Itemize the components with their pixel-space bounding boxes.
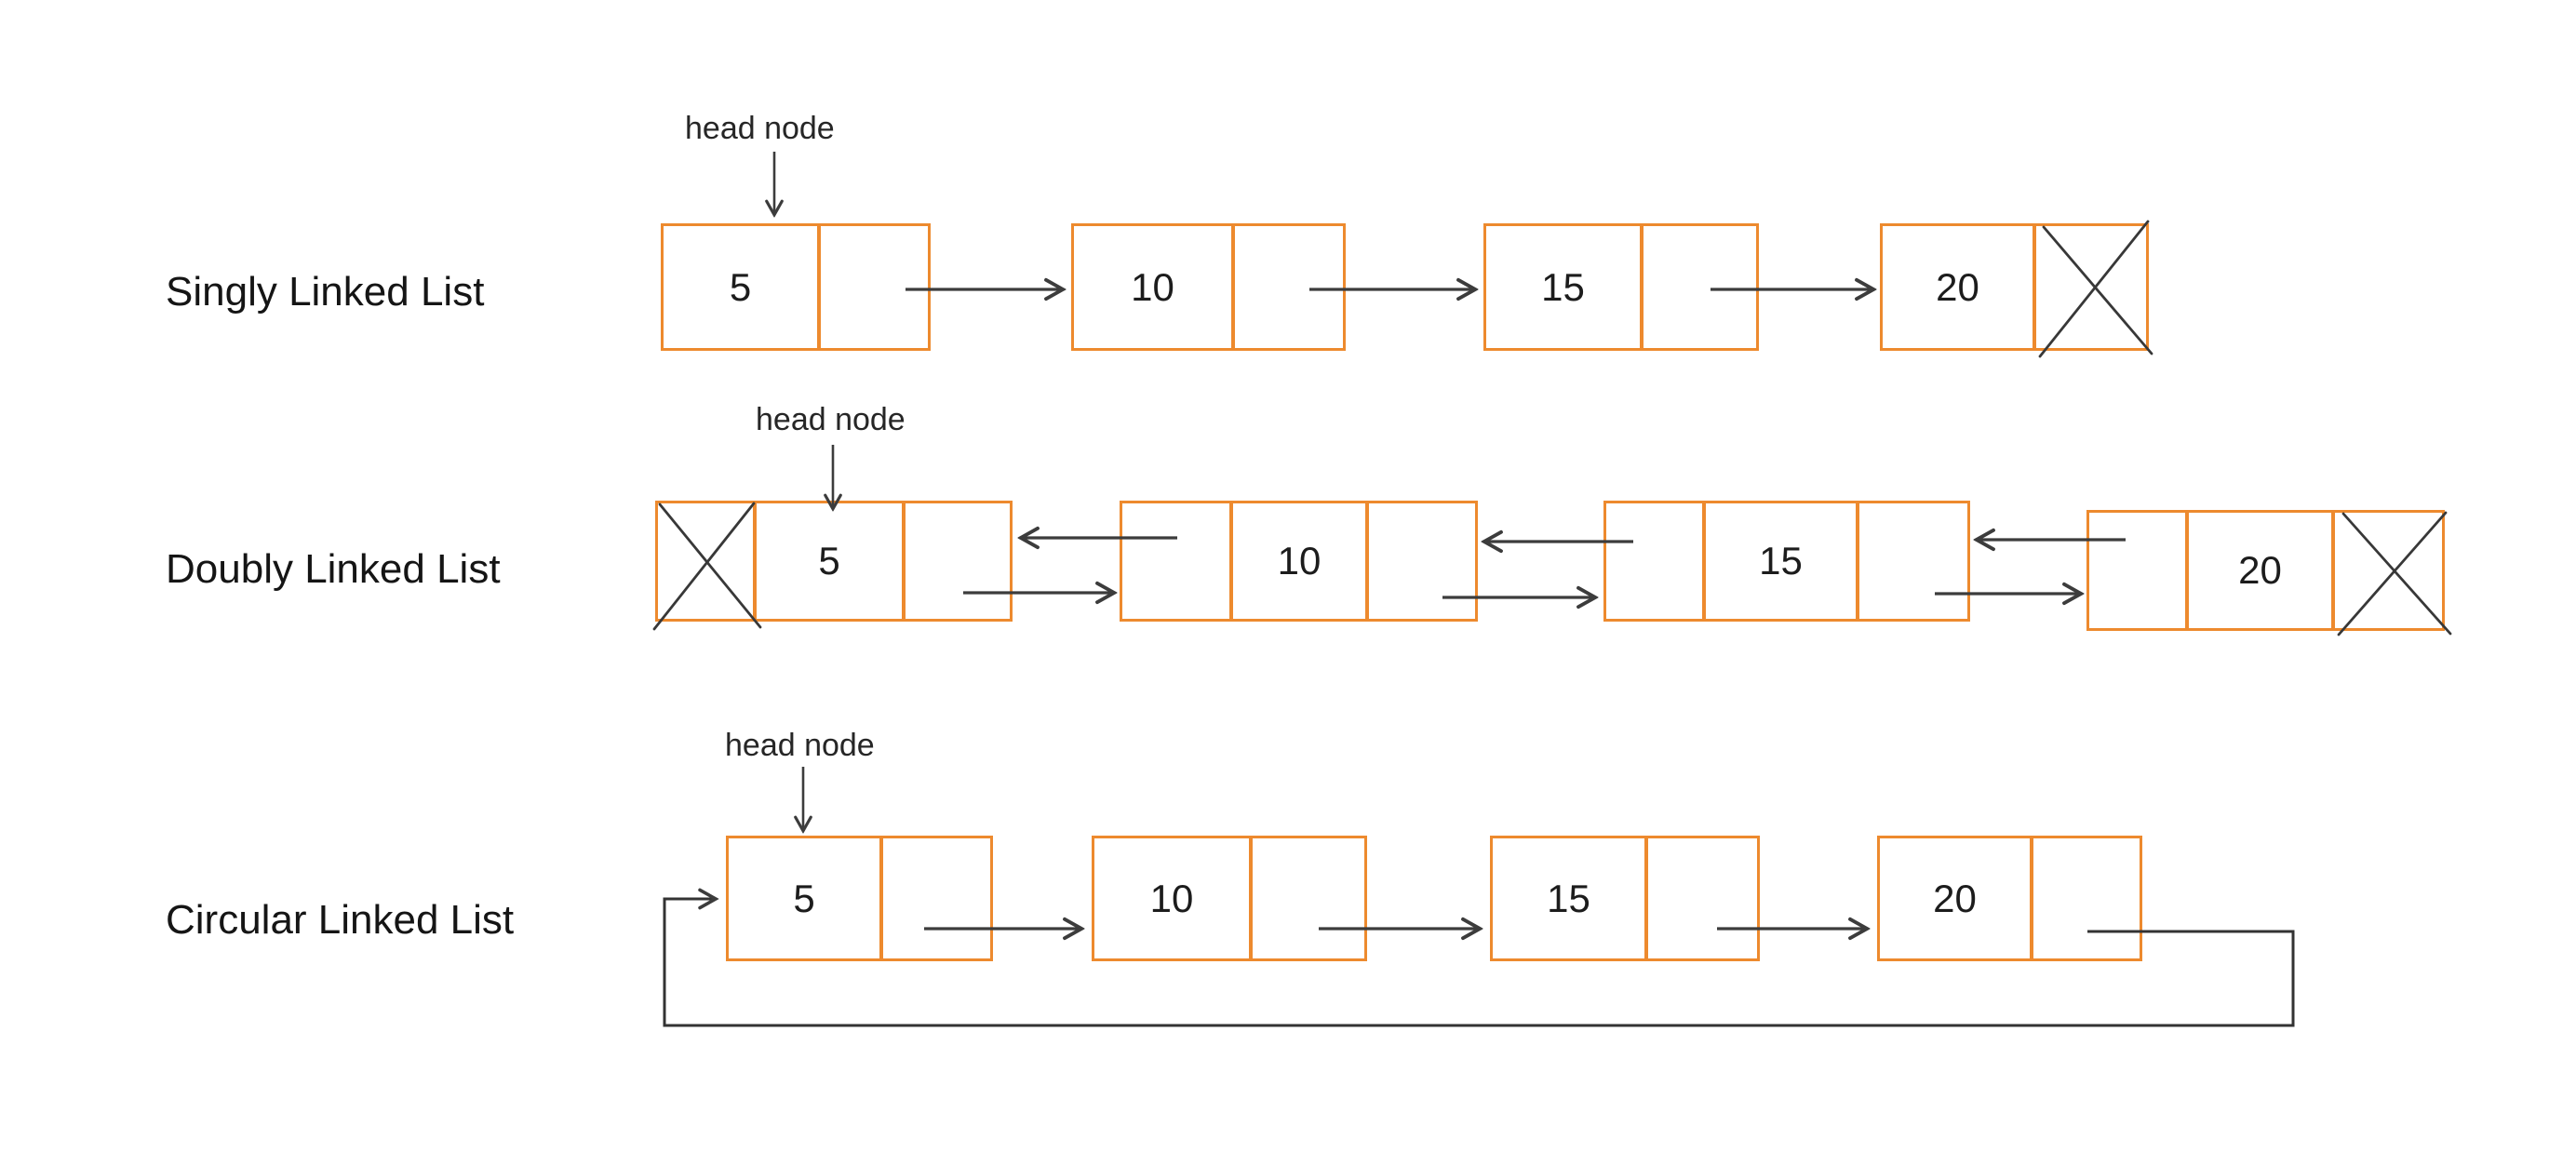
singly-node-1-next-cell [821,226,928,348]
singly-node-4-data-cell: 20 [1883,226,2036,348]
singly-node-2: 10 [1071,223,1346,351]
circular-node-4: 20 [1877,836,2142,961]
circular-node-3-next-cell [1648,838,1757,958]
node-value: 20 [1936,264,1979,309]
singly-node-1: 5 [661,223,931,351]
circular-node-2-data-cell: 10 [1094,838,1253,958]
node-value: 20 [1933,876,1977,920]
circular-node-3: 15 [1490,836,1760,961]
node-value: 5 [729,264,752,309]
node-value: 5 [793,876,815,920]
node-value: 15 [1759,539,1803,583]
doubly-node-4-next-cell-null [2335,513,2442,628]
node-value: 10 [1131,264,1174,309]
singly-node-1-data-cell: 5 [664,226,821,348]
row-label-circular-linked-list: Circular Linked List [166,897,515,943]
node-value: 10 [1149,876,1194,920]
doubly-node-4-data-cell: 20 [2189,513,2335,628]
circular-node-4-next-cell [2033,838,2140,958]
node-value: 15 [1541,264,1585,309]
singly-node-2-data-cell: 10 [1074,226,1235,348]
circular-node-1-next-cell [883,838,990,958]
singly-node-4-next-cell-null [2036,226,2146,348]
node-value: 5 [818,539,840,583]
doubly-node-3-data-cell: 15 [1706,503,1859,619]
row-label-doubly-linked-list: Doubly Linked List [166,546,501,592]
doubly-node-1-data-cell: 5 [757,503,906,619]
head-node-label-singly: head node [685,111,835,146]
doubly-node-2-prev-cell [1122,503,1233,619]
circular-node-1: 5 [726,836,993,961]
doubly-node-3: 15 [1603,501,1970,622]
singly-node-3: 15 [1483,223,1759,351]
singly-node-3-data-cell: 15 [1486,226,1644,348]
circular-node-1-data-cell: 5 [729,838,883,958]
doubly-node-1: 5 [655,501,1013,622]
doubly-node-1-next-cell [906,503,1010,619]
singly-node-4: 20 [1880,223,2149,351]
head-node-label-circular: head node [725,728,875,763]
doubly-node-3-next-cell [1859,503,1967,619]
doubly-node-2-next-cell [1369,503,1475,619]
doubly-node-4: 20 [2086,510,2445,631]
node-value: 15 [1547,876,1590,920]
circular-node-4-data-cell: 20 [1880,838,2033,958]
doubly-node-2: 10 [1120,501,1478,622]
doubly-node-4-prev-cell [2089,513,2189,628]
node-value: 20 [2238,548,2282,592]
circular-node-3-data-cell: 15 [1493,838,1648,958]
circular-node-2: 10 [1092,836,1367,961]
node-value: 10 [1277,539,1322,583]
row-label-singly-linked-list: Singly Linked List [166,269,485,315]
doubly-node-2-data-cell: 10 [1233,503,1369,619]
singly-node-2-next-cell [1235,226,1343,348]
head-node-label-doubly: head node [756,402,906,437]
singly-node-3-next-cell [1644,226,1756,348]
doubly-node-3-prev-cell [1606,503,1706,619]
doubly-node-1-prev-cell-null [658,503,757,619]
circular-node-2-next-cell [1253,838,1364,958]
